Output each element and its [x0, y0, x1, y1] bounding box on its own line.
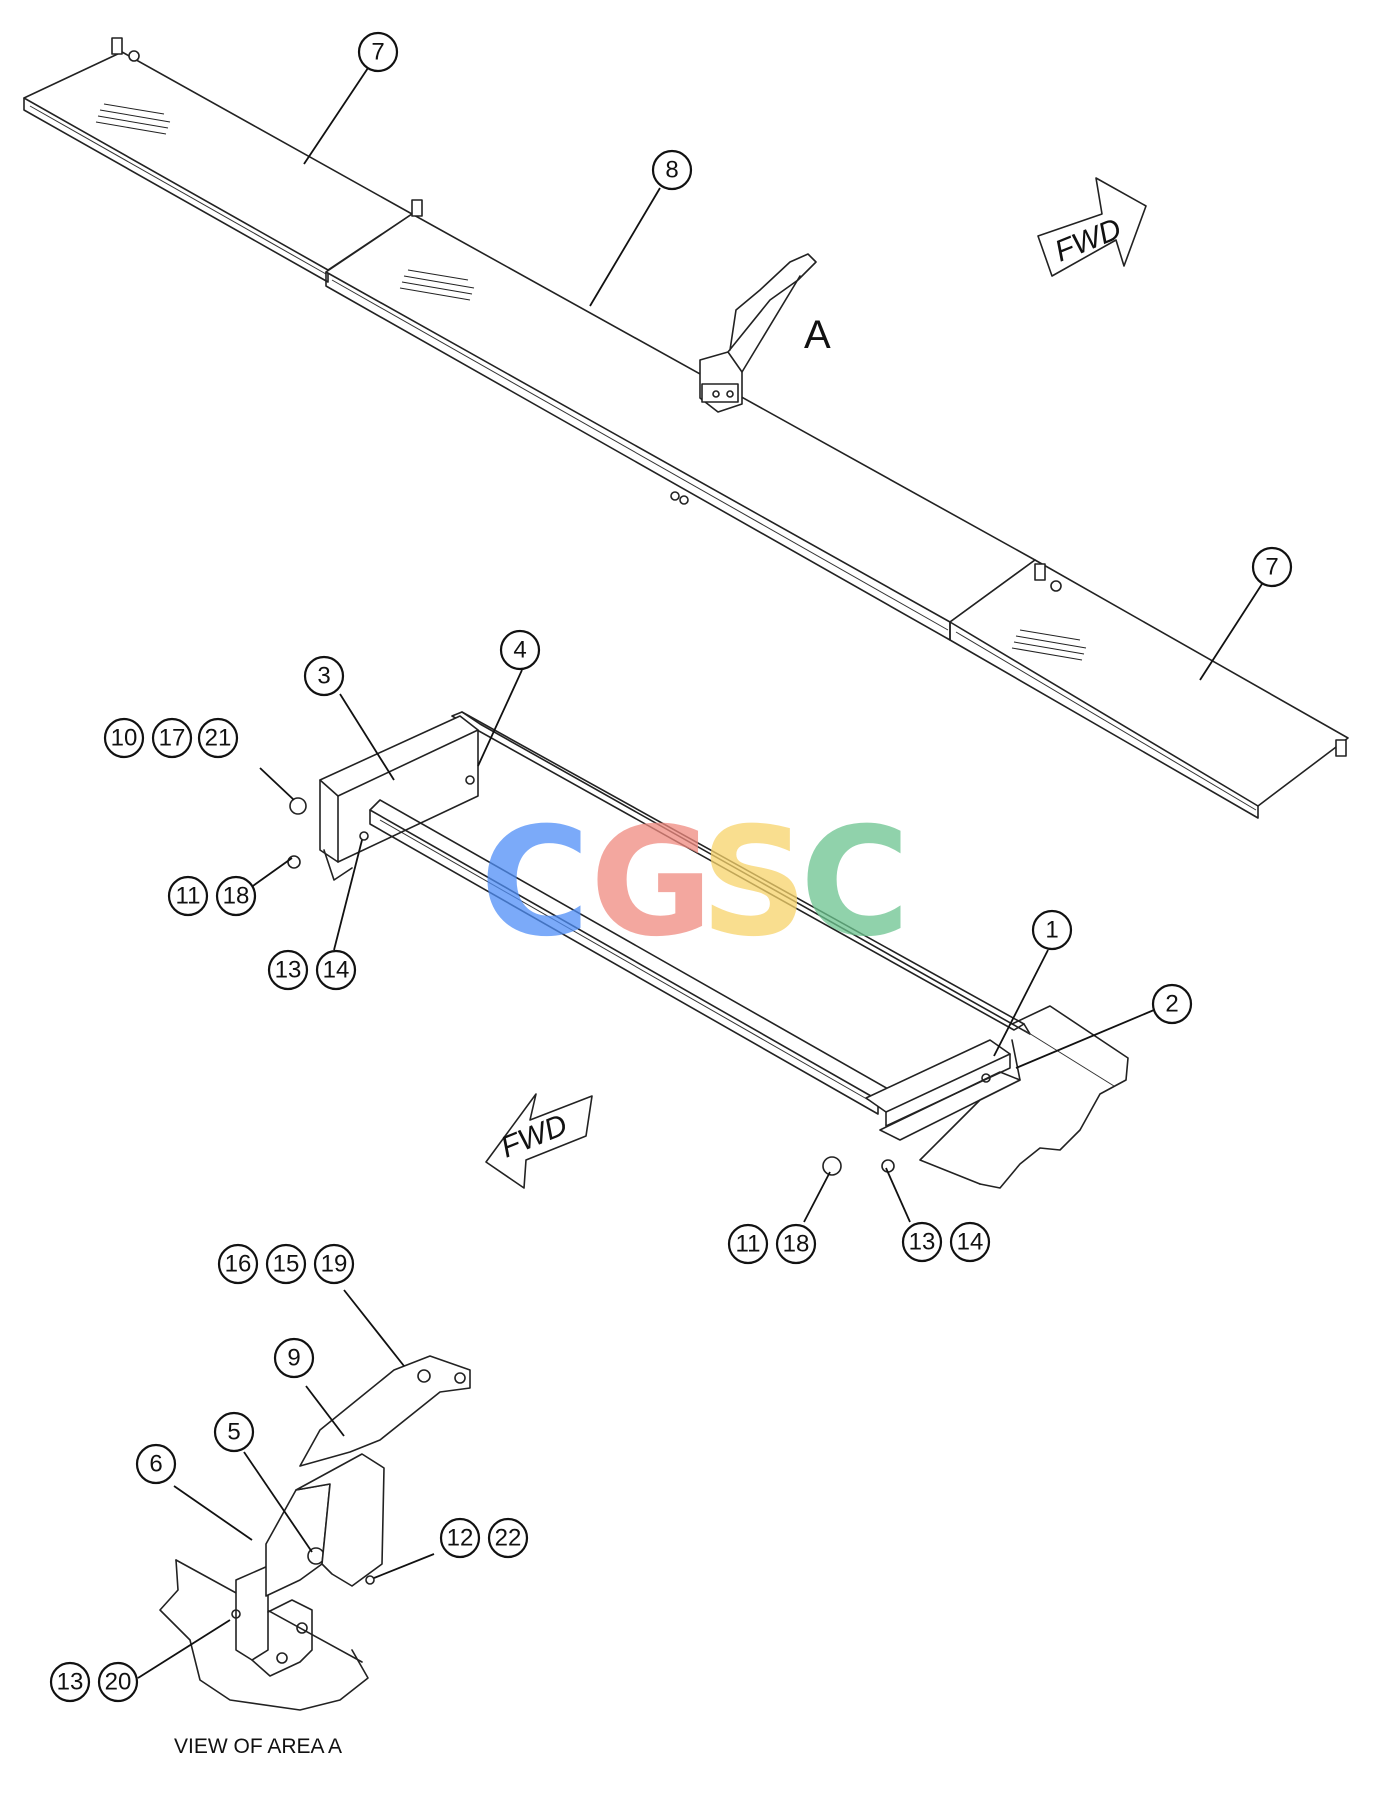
- callout-13-bottom: 13: [49, 1661, 91, 1703]
- callout-12: 12: [439, 1517, 481, 1559]
- callout-3: 3: [303, 655, 345, 697]
- callout-15: 15: [265, 1243, 307, 1285]
- callout-9: 9: [273, 1337, 315, 1379]
- watermark-letter-3: S: [700, 796, 808, 970]
- view-area-a-detail: VIEW OF AREA A: [137, 1289, 471, 1758]
- svg-text:5: 5: [227, 1419, 240, 1446]
- svg-text:10: 10: [111, 725, 138, 752]
- hinge-pin-center: [411, 199, 423, 217]
- svg-text:1: 1: [1045, 917, 1058, 944]
- callout-22: 22: [487, 1517, 529, 1559]
- svg-text:7: 7: [371, 39, 384, 66]
- callout-1: 1: [1031, 909, 1073, 951]
- svg-text:2: 2: [1165, 991, 1178, 1018]
- callout-5: 5: [213, 1411, 255, 1453]
- svg-text:13: 13: [57, 1669, 84, 1696]
- svg-text:20: 20: [105, 1669, 132, 1696]
- callout-14-right: 14: [949, 1221, 991, 1263]
- hinge-pin-right: [1034, 563, 1347, 757]
- fwd-arrow-lower: FWD: [485, 1093, 593, 1189]
- svg-text:19: 19: [321, 1251, 348, 1278]
- callout-7-top: 7: [357, 31, 399, 73]
- bracket-area-a: [699, 253, 817, 413]
- svg-text:18: 18: [783, 1231, 810, 1258]
- right-end-bracket: [822, 1039, 1021, 1176]
- svg-text:22: 22: [495, 1525, 522, 1552]
- callout-10: 10: [103, 717, 145, 759]
- callout-16: 16: [217, 1243, 259, 1285]
- center-bolt: [670, 491, 689, 505]
- watermark-letter-1: C: [480, 796, 590, 970]
- callout-13-left: 13: [267, 949, 309, 991]
- middle-frame-assembly: FWD: [249, 669, 1155, 1223]
- left-end-bracket: [287, 715, 479, 881]
- panel-7-right: [949, 559, 1349, 819]
- view-caption: VIEW OF AREA A: [174, 1735, 342, 1758]
- callout-21: 21: [197, 717, 239, 759]
- watermark-letter-2: G: [590, 796, 713, 970]
- svg-text:14: 14: [323, 957, 350, 984]
- callout-11-right: 11: [727, 1223, 769, 1265]
- svg-text:8: 8: [665, 157, 678, 184]
- watermark: C G S C: [480, 796, 910, 970]
- svg-text:17: 17: [159, 725, 186, 752]
- svg-text:3: 3: [317, 663, 330, 690]
- callout-18-right: 18: [775, 1223, 817, 1265]
- svg-text:13: 13: [909, 1229, 936, 1256]
- callout-20: 20: [97, 1661, 139, 1703]
- svg-text:15: 15: [273, 1251, 300, 1278]
- svg-text:11: 11: [736, 1231, 761, 1258]
- hinge-pin-top-left: [111, 37, 140, 62]
- callout-19: 19: [313, 1243, 355, 1285]
- area-a-label: A: [804, 313, 831, 357]
- panel-7-left: [23, 37, 413, 283]
- fwd-arrow-upper: FWD: [1037, 177, 1147, 277]
- watermark-letter-4: C: [800, 796, 910, 970]
- callout-13-right: 13: [901, 1221, 943, 1263]
- callouts: 7 8 7 3 4 10 17 21 11 18 13 14 1 2 11 18…: [49, 31, 1293, 1703]
- svg-text:4: 4: [513, 637, 526, 664]
- callout-2: 2: [1151, 983, 1193, 1025]
- svg-text:6: 6: [149, 1451, 162, 1478]
- tread-pattern-left: [95, 103, 171, 135]
- tread-pattern-right: [1011, 629, 1087, 661]
- callout-18-left: 18: [215, 875, 257, 917]
- callout-7-right: 7: [1251, 546, 1293, 588]
- callout-11-left: 11: [167, 875, 209, 917]
- callout-14-left: 14: [315, 949, 357, 991]
- callout-8: 8: [651, 149, 693, 191]
- upper-panel-assembly: A FWD: [23, 37, 1349, 819]
- svg-text:9: 9: [287, 1345, 300, 1372]
- callout-6: 6: [135, 1443, 177, 1485]
- svg-text:11: 11: [176, 883, 201, 910]
- svg-text:7: 7: [1265, 554, 1278, 581]
- svg-text:14: 14: [957, 1229, 984, 1256]
- tread-pattern-center: [399, 269, 475, 301]
- svg-text:13: 13: [275, 957, 302, 984]
- callout-4: 4: [499, 629, 541, 671]
- panel-8-center: [325, 199, 1036, 641]
- right-rail-section: [919, 1005, 1129, 1189]
- callout-17: 17: [151, 717, 193, 759]
- svg-text:18: 18: [223, 883, 250, 910]
- svg-text:12: 12: [447, 1525, 474, 1552]
- svg-text:16: 16: [225, 1251, 252, 1278]
- svg-text:21: 21: [205, 725, 232, 752]
